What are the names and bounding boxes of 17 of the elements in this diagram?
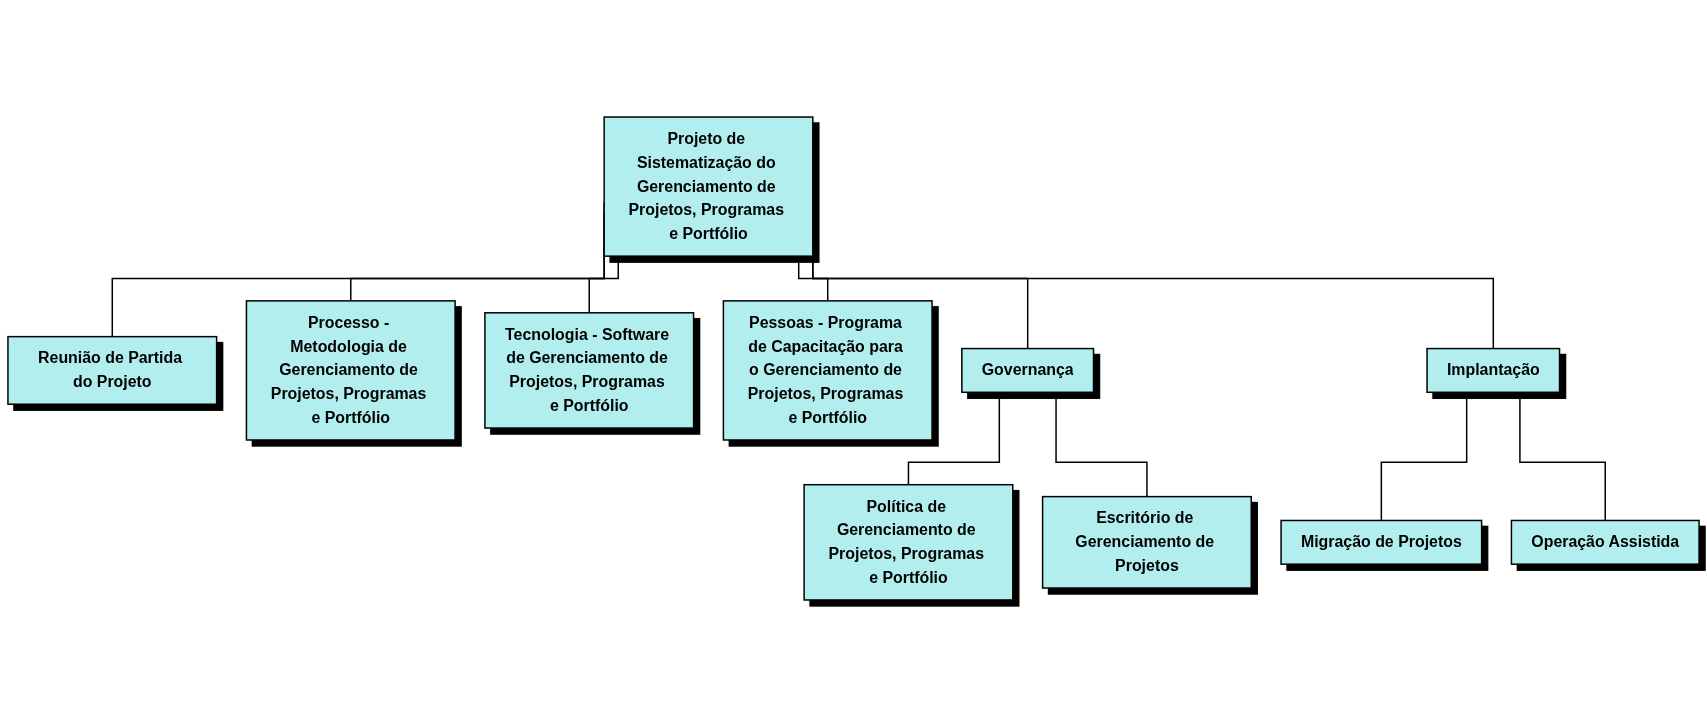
node-box: Processo - Metodologia de Gerenciamento de Projetos, Programas e Portfólio bbox=[245, 300, 456, 441]
connector bbox=[588, 255, 619, 314]
node-box: Operação Assistida bbox=[1510, 519, 1700, 565]
node-box: Projeto de Sistematização do Gerenciamento de Projetos, Programas e Portfólio bbox=[603, 116, 814, 257]
node-box: Migração de Projetos bbox=[1280, 519, 1483, 565]
connector bbox=[797, 255, 829, 302]
node-box: Governança bbox=[961, 347, 1095, 394]
node-box: Pessoas - Programa de Capacitação para o Gerenciamento de Projetos, Programas e Portfólio bbox=[722, 300, 933, 441]
connector bbox=[1519, 391, 1606, 522]
connector bbox=[1055, 391, 1148, 498]
node-box: Implantação bbox=[1426, 347, 1561, 394]
node-box: Reunião de Partida do Projeto bbox=[7, 335, 218, 405]
node-box: Escritório de Gerenciamento de Projetos bbox=[1041, 495, 1252, 589]
connector bbox=[907, 391, 1001, 486]
node-box: Política de Gerenciamento de Projetos, Programas e Portfólio bbox=[803, 483, 1014, 601]
node-box: Tecnologia - Software de Gerenciamento de Projetos, Programas e Portfólio bbox=[484, 312, 695, 429]
connector bbox=[1380, 391, 1468, 522]
